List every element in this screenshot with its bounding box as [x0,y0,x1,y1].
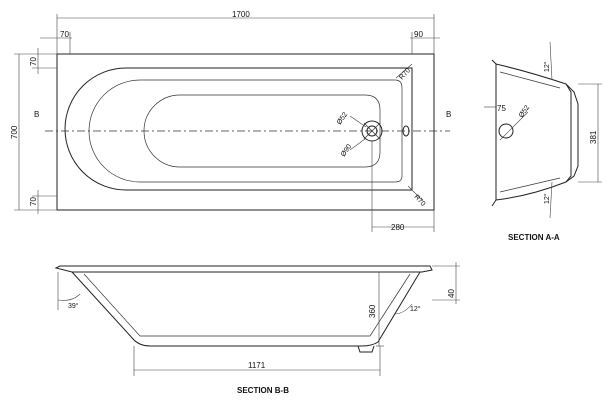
section-a-base [565,83,579,183]
plan-view: B B 1700 70 90 700 70 70 R70 R70 [10,10,451,232]
dim-70-left-label: 70 [60,30,69,39]
r70-bottom-label: R70 [413,194,427,208]
section-a-profile [495,63,572,201]
plan-outer-rim [56,53,435,211]
r70-top-leader [395,63,413,79]
dim-1700-label: 1700 [232,10,250,19]
section-a-inner-line [499,71,561,89]
dim-360-label: 360 [368,304,377,318]
dia52-label: Ø52 [336,111,349,126]
angle-top-label: 12° [543,61,551,72]
plan-inner-bowl [64,67,413,191]
angle-bottom-label: 12° [543,193,551,204]
angle-39-label: 39° [68,302,79,310]
section-a-waste-circle [498,123,514,139]
section-a-waste-leader [499,111,529,141]
dia90-leader [349,138,366,151]
dim-700-label: 700 [10,125,19,139]
section-marker-right: B [446,110,451,119]
section-a-title: SECTION A-A [508,233,560,242]
dim-70-bottom-label: 70 [29,197,38,206]
section-b-outlet [357,345,375,353]
dim-280-label: 280 [391,223,405,232]
r70-bottom-leader [407,185,423,201]
angle-bottom-leader [549,181,553,219]
angle-top-leader [549,41,553,81]
section-a-rim [491,59,497,207]
dia52-leader [349,115,367,128]
dim-40-label: 40 [447,289,456,298]
dim-75-label: 75 [497,104,506,113]
section-a-view: Ø52 75 381 12° 12° SECTION A-A [484,41,602,242]
section-b-rim [54,265,433,273]
dim-70-top-label: 70 [29,57,38,66]
plan-base-flat [143,94,381,168]
section-marker-left: B [34,110,39,119]
section-a-inner-line-2 [499,177,561,193]
section-b-inner [83,273,411,337]
section-a-dia52-label: Ø52 [518,104,531,119]
plan-bowl-contour [88,79,403,183]
angle-39-arc [57,293,81,301]
dia90-label: Ø90 [340,143,353,158]
section-b-view: 39° 360 12° 40 1171 SECTION B-B [54,262,460,395]
dim-1171-label: 1171 [248,361,266,370]
angle-12-label: 12° [410,305,421,313]
dim-90-label: 90 [414,30,423,39]
dim-381-label: 381 [589,130,598,144]
section-b-title: SECTION B-B [237,386,289,395]
angle-12-arc [393,303,413,315]
r70-top-label: R70 [398,67,412,81]
section-b-profile [71,271,421,347]
